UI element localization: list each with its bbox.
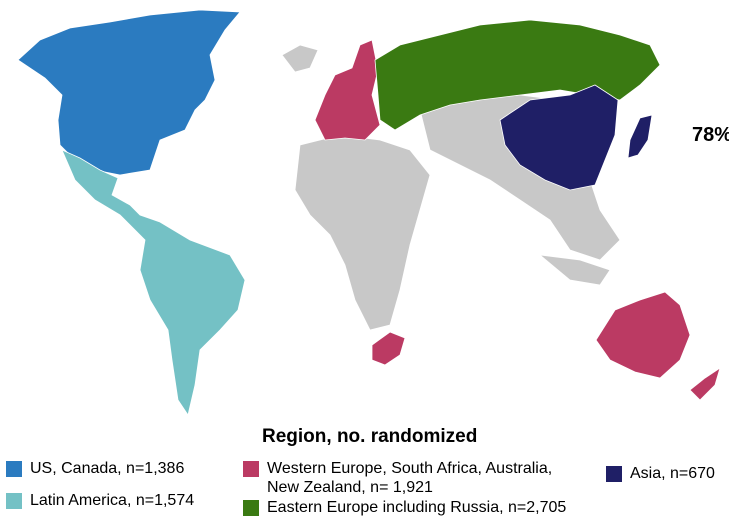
- legend-item-eastern-europe: Eastern Europe including Russia, n=2,705: [243, 498, 566, 517]
- legend-swatch: [243, 500, 259, 516]
- percent-annotation: 78%: [692, 124, 729, 146]
- legend-item-latin-america: Latin America, n=1,574: [6, 491, 194, 510]
- region-us-canada: [17, 9, 241, 176]
- region-other: [281, 44, 319, 73]
- legend-label: Latin America, n=1,574: [30, 492, 195, 509]
- world-map: [17, 9, 721, 416]
- legend-label: Eastern Europe including Russia, n=2,705: [267, 499, 567, 516]
- legend-label: US, Canada, n=1,386: [30, 460, 185, 477]
- legend-title: Region, no. randomized: [262, 426, 478, 447]
- legend-swatch: [243, 461, 259, 477]
- legend-item-western-europe: Western Europe, South Africa, Australia,…: [243, 459, 583, 497]
- legend-swatch: [606, 466, 622, 482]
- region-australia: [595, 291, 691, 379]
- region-other: [294, 134, 431, 331]
- region-western-europe: [314, 39, 381, 141]
- region-new-zealand: [689, 367, 721, 401]
- region-south-africa: [371, 331, 406, 366]
- legend-item-us-canada: US, Canada, n=1,386: [6, 459, 184, 478]
- legend-label: Western Europe, South Africa, Australia,…: [267, 460, 553, 496]
- legend-swatch: [6, 461, 22, 477]
- legend-swatch: [6, 493, 22, 509]
- region-eastern-europe-russia: [374, 19, 661, 131]
- region-other: [538, 254, 611, 286]
- legend-item-asia: Asia, n=670: [606, 464, 715, 483]
- region-latin-america: [61, 149, 246, 416]
- legend-label: Asia, n=670: [630, 465, 715, 482]
- region-asia-china: [499, 84, 619, 191]
- region-asia-japan: [627, 114, 653, 159]
